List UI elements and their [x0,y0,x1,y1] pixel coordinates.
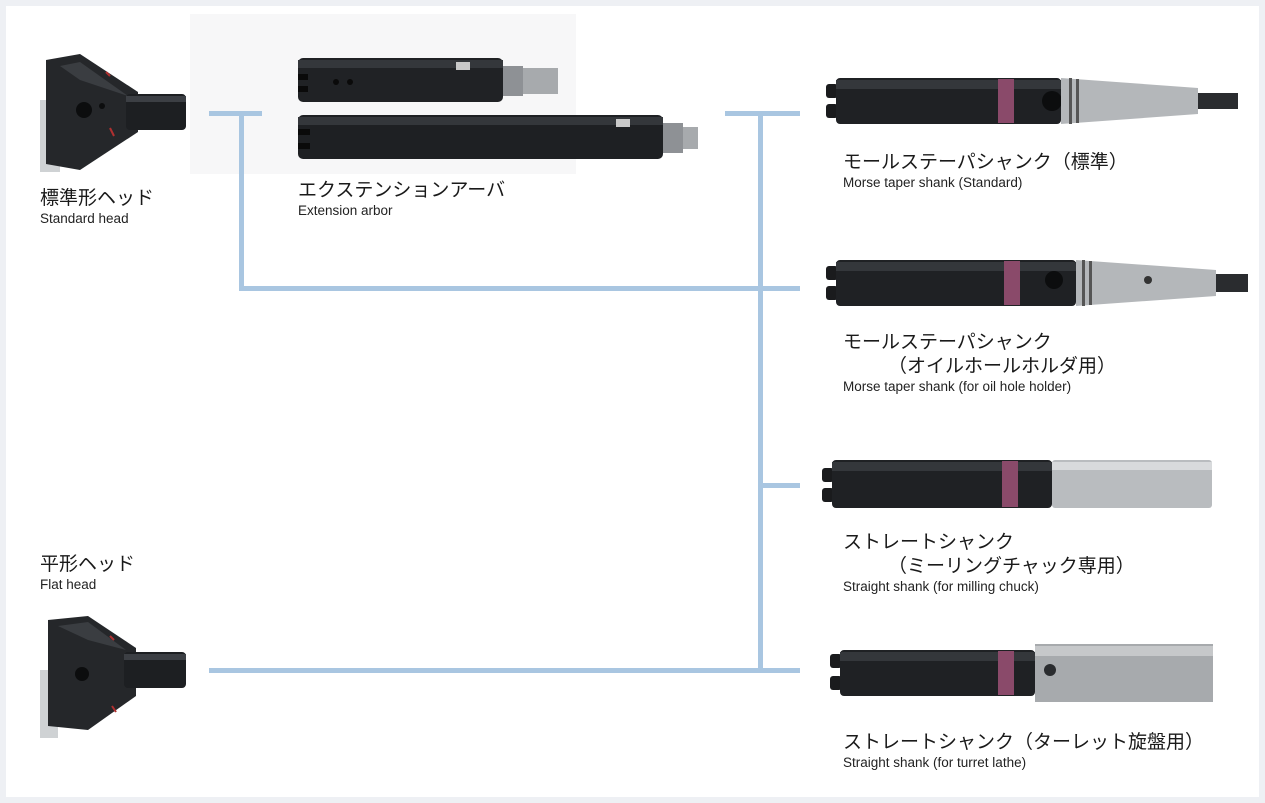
flat-head-label: 平形ヘッド Flat head [40,552,135,594]
flat-head-image [40,616,186,738]
shank-2-label-en: Morse taper shank (for oil hole holder) [843,379,1072,394]
flat-head-label-jp: 平形ヘッド [40,553,136,575]
straight-shank-turret-lathe-image [830,644,1213,702]
straight-shank-milling-image [822,460,1212,508]
morse-taper-shank-standard-image [826,78,1238,124]
shank-2-label-jp: モールステーパシャンク [843,331,1052,353]
shank-4-label-en: Straight shank (for turret lathe) [843,755,1027,770]
shank-1-label-en: Morse taper shank (Standard) [843,175,1023,190]
morse-taper-shank-oil-hole-image [826,260,1248,306]
shank-2-label-jp2: （オイルホールホルダ用） [888,355,1117,377]
extension-arbor-label: エクステンションアーバ Extension arbor [298,178,505,220]
connector-bottom-horizontal [239,286,800,291]
connector-main-vertical [758,111,763,673]
standard-head-label-en: Standard head [40,211,129,226]
standard-head-image [40,54,186,172]
shank-4-label-jp: ストレートシャンク（ターレット旋盤用） [843,731,1205,753]
extension-arbor-label-en: Extension arbor [298,203,393,218]
shank-4-label: ストレートシャンク（ターレット旋盤用） Straight shank (for … [843,730,1204,772]
shank-3-label-en: Straight shank (for milling chuck) [843,579,1039,594]
connector-left-vertical [239,111,244,291]
shank-3-label-jp: ストレートシャンク [843,531,1015,553]
shank-2-label: モールステーパシャンク （オイルホールホルダ用） Morse taper sha… [843,330,1116,396]
shank-1-label-jp: モールステーパシャンク（標準） [843,151,1128,173]
extension-arbor-label-jp: エクステンションアーバ [298,179,506,201]
shank-3-label-jp2: （ミーリングチャック専用） [888,555,1135,577]
connector-straight-shank [758,483,800,488]
connector-standard-head [209,111,262,116]
extension-arbor-long-image [298,115,698,159]
shank-1-label: モールステーパシャンク（標準） Morse taper shank (Stand… [843,150,1128,192]
standard-head-label-jp: 標準形ヘッド [40,187,155,209]
standard-head-label: 標準形ヘッド Standard head [40,186,154,228]
extension-arbor-short-image [298,58,558,102]
shank-3-label: ストレートシャンク （ミーリングチャック専用） Straight shank (… [843,530,1135,596]
connector-flat-head [209,668,800,673]
flat-head-label-en: Flat head [40,577,97,592]
